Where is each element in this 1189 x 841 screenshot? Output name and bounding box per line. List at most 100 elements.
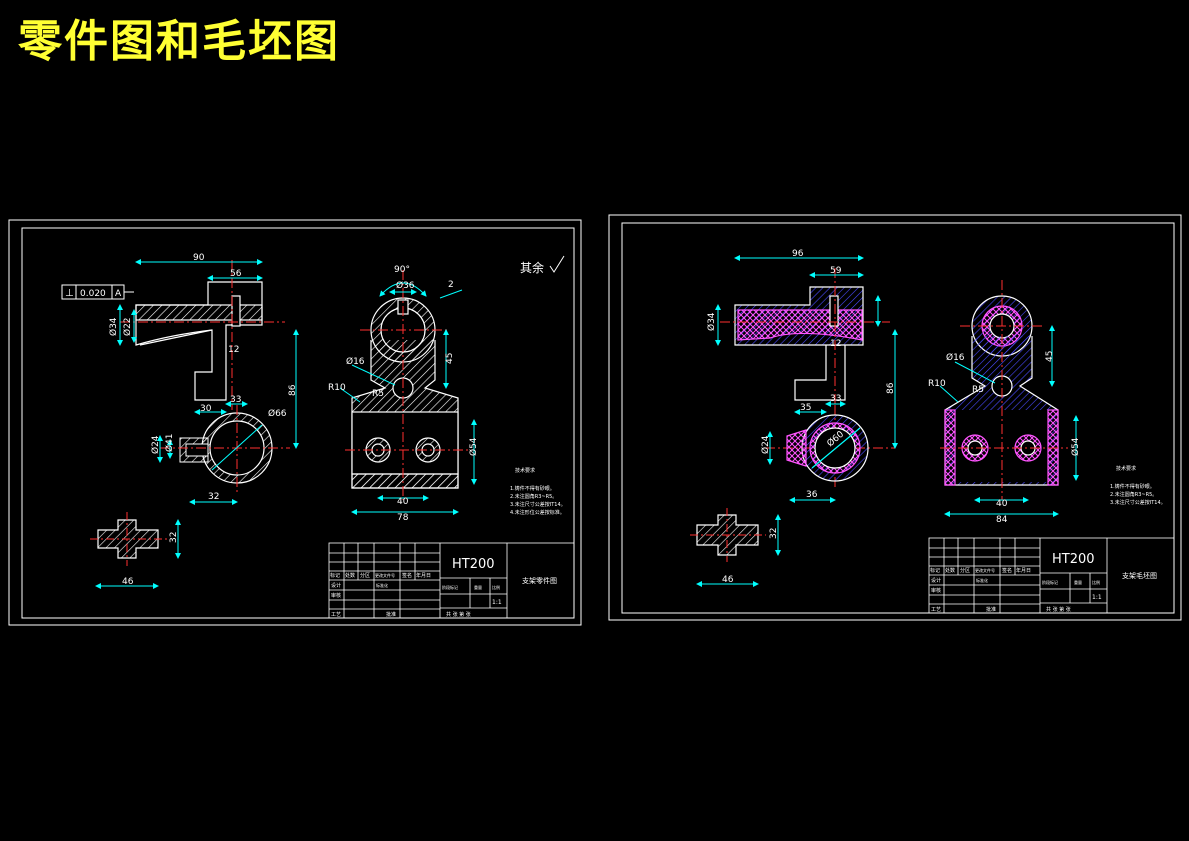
tolerance-frame: ⊥ 0.020 A xyxy=(61,284,134,300)
note-line: 4.未注形位公差按标准。 xyxy=(510,509,565,516)
section-dim-46: 46 xyxy=(122,577,134,587)
tolerance-symbol: ⊥ xyxy=(65,288,74,299)
tb-label: 批准 xyxy=(386,611,396,618)
tb-label: 比例 xyxy=(492,584,500,590)
dim-d36: Ø36 xyxy=(396,280,415,291)
dim-59: 59 xyxy=(830,266,842,276)
roughness-note: 其余 xyxy=(520,260,544,275)
blank-title-block xyxy=(928,537,1175,614)
dim-45: 45 xyxy=(1045,351,1055,362)
dim-d54: Ø54 xyxy=(468,437,479,456)
part-cross-section: 46 32 xyxy=(90,512,181,589)
blank-front-dims xyxy=(715,255,898,503)
tb-row: 工艺 xyxy=(931,607,941,613)
blank-side-dims xyxy=(939,325,1079,517)
note-line: 1.铸件不得有砂眼。 xyxy=(1110,483,1155,490)
tb-header: 签名 xyxy=(402,572,412,579)
dim-d16: Ø16 xyxy=(946,352,965,363)
section-dim-32: 32 xyxy=(169,532,179,543)
notes-title: 技术要求 xyxy=(515,467,535,474)
dim-96: 96 xyxy=(792,249,804,259)
tb-label: 标准化 xyxy=(976,577,988,583)
dim-86: 86 xyxy=(886,382,896,394)
blank-drawing-sheet: 96 59 Ø34 12 86 35 33 Ø60 Ø24 36 46 32 xyxy=(608,214,1182,621)
blank-notes: 技术要求 1.铸件不得有砂眼。 2.未注圆角R3~R5。 3.未注尺寸公差按IT… xyxy=(1110,465,1166,506)
dim-2: 2 xyxy=(448,280,454,290)
sheet-border-outer xyxy=(608,214,1182,621)
dim-40: 40 xyxy=(397,497,409,507)
sheet-border-inner xyxy=(21,227,575,619)
tb-label: 阶段标记 xyxy=(442,584,458,590)
notes-title: 技术要求 xyxy=(1116,465,1136,472)
tb-label: 批准 xyxy=(986,606,996,613)
scale-value: 1:1 xyxy=(492,599,502,606)
section-dim-32: 32 xyxy=(769,528,779,539)
tb-label: 标准化 xyxy=(376,582,388,588)
dim-36: 36 xyxy=(806,490,818,500)
dim-86: 86 xyxy=(288,384,298,396)
dim-angle: 90° xyxy=(394,265,410,275)
material-label: HT200 xyxy=(452,557,495,572)
blank-cross-section: 46 32 xyxy=(690,508,781,587)
tb-row: 设计 xyxy=(931,577,941,584)
tb-header: 分区 xyxy=(960,567,970,574)
tb-header: 年月日 xyxy=(1016,567,1031,574)
part-title-block xyxy=(328,542,575,619)
tb-header: 更改文件号 xyxy=(975,567,995,573)
tolerance-value: 0.020 xyxy=(80,289,106,299)
blank-ring-view xyxy=(786,414,869,482)
part-front-dims xyxy=(117,259,299,505)
part-notes: 技术要求 1.铸件不得有砂眼。 2.未注圆角R3~R5。 3.未注尺寸公差按IT… xyxy=(510,467,566,516)
section-dim-46: 46 xyxy=(722,575,734,585)
dim-30: 30 xyxy=(200,404,212,414)
dim-d34: Ø34 xyxy=(108,317,119,336)
tb-label: 比例 xyxy=(1092,579,1100,585)
part-side-dims xyxy=(339,282,477,515)
dim-d22: Ø22 xyxy=(122,317,133,336)
dim-d24: Ø24 xyxy=(760,435,771,454)
tb-header: 签名 xyxy=(1002,567,1012,574)
dim-35: 35 xyxy=(800,403,811,413)
dim-r10: R10 xyxy=(328,383,346,393)
tb-header: 标记 xyxy=(330,572,340,579)
note-line: 2.未注圆角R3~R5。 xyxy=(1110,491,1157,498)
part-ring-view xyxy=(160,405,290,495)
tb-header: 分区 xyxy=(360,572,370,579)
tb-header: 处数 xyxy=(345,572,355,579)
tb-header: 处数 xyxy=(945,567,955,574)
blank-front-view xyxy=(734,286,864,401)
tb-row: 设计 xyxy=(331,582,341,589)
tb-row: 审核 xyxy=(931,587,941,594)
dim-32: 32 xyxy=(208,492,219,502)
tb-label: 共 张 第 张 xyxy=(1046,606,1071,613)
part-front-view xyxy=(135,281,263,401)
dim-33: 33 xyxy=(830,394,841,404)
dim-r10: R10 xyxy=(928,379,946,389)
dim-45: 45 xyxy=(445,353,455,364)
tb-row: 审核 xyxy=(331,592,341,599)
dim-40: 40 xyxy=(996,499,1008,509)
tolerance-datum: A xyxy=(115,289,122,299)
dim-d24: Ø24 xyxy=(150,435,161,454)
dim-56: 56 xyxy=(230,269,242,279)
dim-12: 12 xyxy=(228,345,239,355)
drawing-name: 支架零件图 xyxy=(522,576,557,585)
dim-d34: Ø34 xyxy=(706,312,717,331)
tb-label: 重量 xyxy=(474,584,482,590)
part-side-view xyxy=(351,297,459,489)
tb-header: 年月日 xyxy=(416,572,431,579)
dim-78: 78 xyxy=(397,513,409,523)
tb-label: 重量 xyxy=(1074,579,1082,585)
note-line: 2.未注圆角R3~R5。 xyxy=(510,493,557,500)
dim-r5: R5 xyxy=(972,385,984,395)
drawing-name: 支架毛坯图 xyxy=(1122,571,1157,580)
tb-row: 工艺 xyxy=(331,612,341,618)
dim-r5: R5 xyxy=(372,389,384,399)
part-drawing-sheet: ⊥ 0.020 A 其余 xyxy=(8,219,582,626)
tb-header: 更改文件号 xyxy=(375,572,395,578)
material-label: HT200 xyxy=(1052,552,1095,567)
tb-label: 共 张 第 张 xyxy=(446,611,471,618)
dim-d66: Ø66 xyxy=(268,408,287,419)
note-line: 3.未注尺寸公差按IT14。 xyxy=(1110,499,1166,506)
